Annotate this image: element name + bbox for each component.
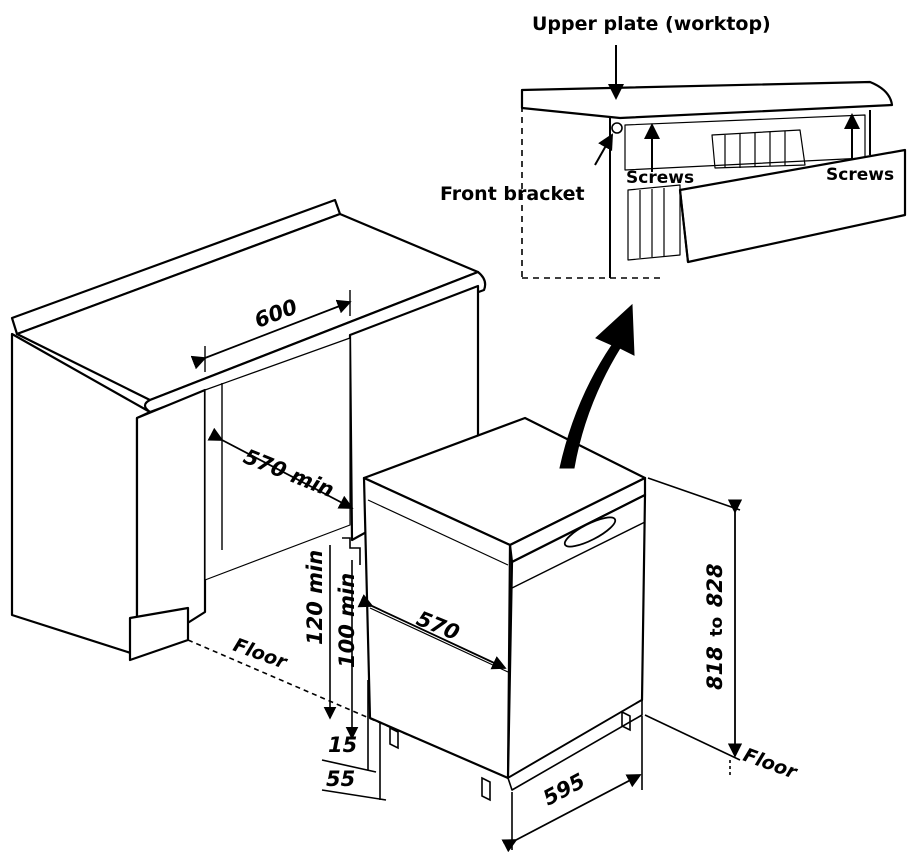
- inset-arrows: [594, 45, 860, 172]
- dimension-15-label: 15: [328, 733, 357, 757]
- dimension-595-label: 595: [539, 769, 589, 811]
- screws-label-right: Screws: [826, 165, 894, 185]
- dishwasher: [362, 416, 647, 791]
- dimension-55-label: 55: [326, 767, 355, 791]
- screws-label-left: Screws: [626, 168, 694, 188]
- dimension-height-label: 818 to 828: [703, 563, 727, 690]
- inset-detail: [520, 80, 907, 279]
- dimension-120-min-label: 120 min: [303, 550, 327, 645]
- dishwasher-feet: [389, 710, 631, 802]
- dimension-100-min-label: 100 min: [335, 573, 359, 668]
- big-arrow-icon: [559, 303, 635, 469]
- dimension-818-828: [644, 477, 743, 775]
- front-bracket-label: Front bracket: [440, 183, 585, 205]
- floor-label-right: Floor: [740, 744, 801, 784]
- upper-plate-label: Upper plate (worktop): [532, 13, 771, 35]
- floor-label-left: Floor: [230, 634, 291, 674]
- dimension-595: [501, 716, 643, 853]
